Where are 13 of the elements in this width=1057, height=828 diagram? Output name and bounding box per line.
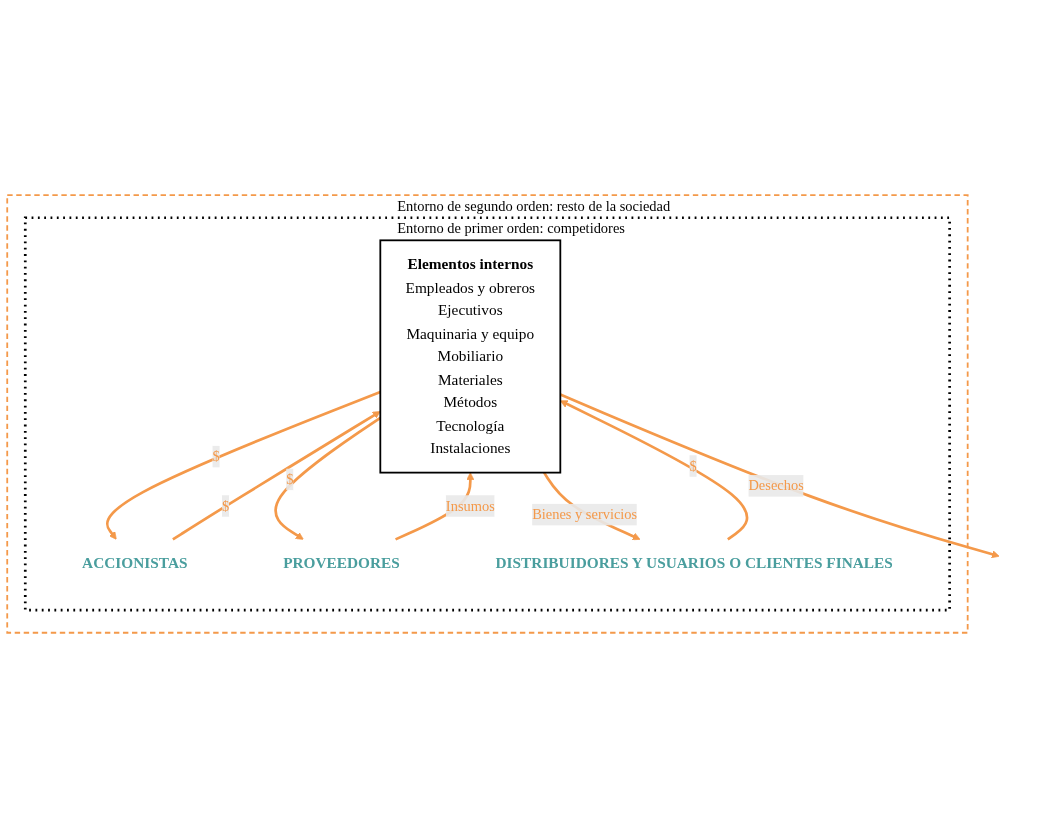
edge-label: Bienes y servicios: [532, 506, 638, 522]
arrow: [172, 411, 381, 541]
edge-label: Desechos: [748, 477, 804, 494]
node-box: Elementos internos Empleados y obreros Ejecutivos Maquinaria y equipo Mobiliario Materiales Métodos Tecnología Instalaciones: [379, 239, 562, 474]
arrow: [105, 390, 381, 540]
node-text: ACCIONISTAS: [82, 554, 188, 572]
edge-label: $: [286, 471, 294, 487]
edge-label: $: [689, 457, 697, 474]
node-text: DISTRIBUIDORES Y USUARIOS O CLIENTES FINALES: [495, 554, 893, 572]
edge-label: Insumos: [445, 497, 495, 514]
edge-label: $: [212, 448, 220, 464]
edge-label: $: [221, 497, 230, 514]
node-text: PROVEEDORES: [283, 554, 400, 572]
